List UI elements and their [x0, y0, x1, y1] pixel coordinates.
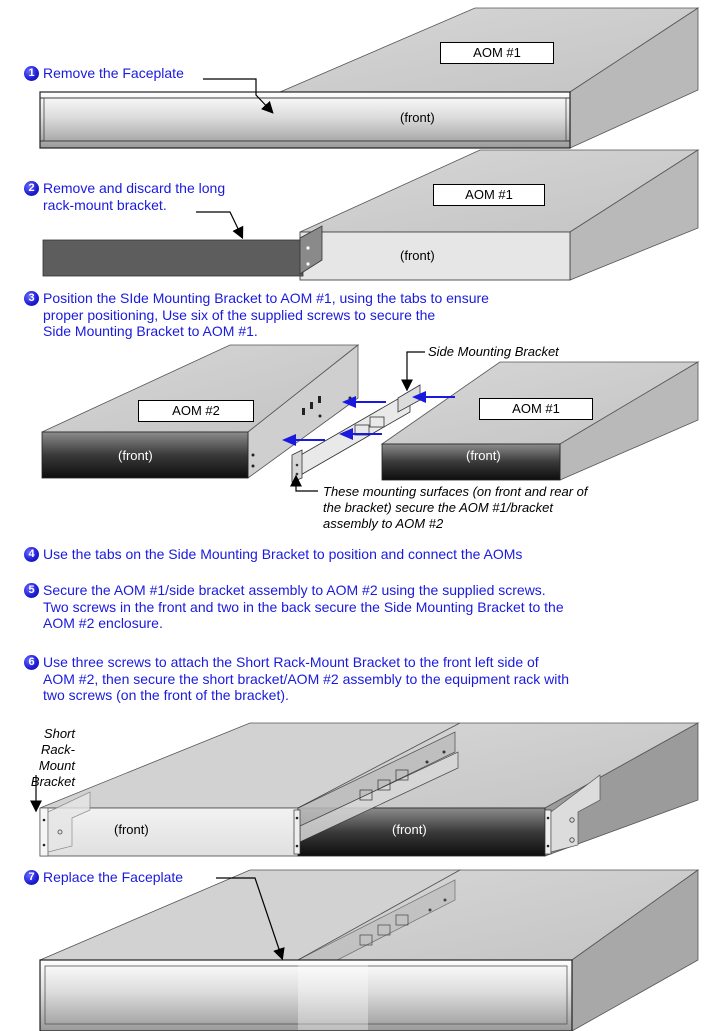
step-5-text: Secure the AOM #1/side bracket assembly …: [43, 582, 564, 631]
step-6-number: 6: [24, 655, 39, 670]
step-1-text: Remove the Faceplate: [43, 65, 184, 81]
step2-aom1-unit: [42, 149, 700, 281]
step-4-number: 4: [24, 547, 39, 562]
step-2-text: Remove and discard the long rack-mount b…: [43, 180, 226, 213]
step-6-text: Use three screws to attach the Short Rac…: [43, 654, 570, 703]
step2-front-label: (front): [400, 248, 435, 263]
step3-mount-note-arrow: [290, 474, 318, 492]
step3-aom1-front-label: (front): [466, 448, 501, 463]
step3-aom1-unit: [380, 361, 700, 481]
step-7-text: Replace the Faceplate: [43, 869, 184, 885]
short-bracket-callout: Short Rack-Mount Bracket: [30, 726, 75, 789]
step7-assembly: [39, 869, 700, 1031]
step3-aom2-unit: [41, 344, 360, 479]
step-1-number: 1: [24, 66, 39, 81]
step1-aom1-label: AOM #1: [440, 42, 554, 64]
step3-blue-arrows: [282, 391, 455, 446]
step-7-number: 7: [24, 870, 39, 885]
step-5-number: 5: [24, 583, 39, 598]
step6-aom2-front-label: (front): [114, 822, 149, 837]
step1-aom1-unit: [39, 7, 700, 149]
step1-front-label: (front): [400, 110, 435, 125]
step-2-number: 2: [24, 181, 39, 196]
step-3-text: Position the SIde Mounting Bracket to AO…: [43, 290, 489, 339]
mount-surface-note: These mounting surfaces (on front and re…: [323, 484, 588, 531]
step3-aom2-front-label: (front): [118, 448, 153, 463]
step3-aom2-label: AOM #2: [138, 400, 254, 422]
step3-aom1-label: AOM #1: [479, 398, 593, 420]
step2-aom1-label: AOM #1: [433, 184, 545, 206]
side-bracket-callout: Side Mounting Bracket: [428, 344, 559, 359]
step6-assembly: [30, 722, 700, 857]
step-4-text: Use the tabs on the Side Mounting Bracke…: [43, 546, 523, 562]
step-3-number: 3: [24, 291, 39, 306]
step6-aom1-front-label: (front): [392, 822, 427, 837]
step3-bracket-callout-arrow: [401, 351, 425, 392]
